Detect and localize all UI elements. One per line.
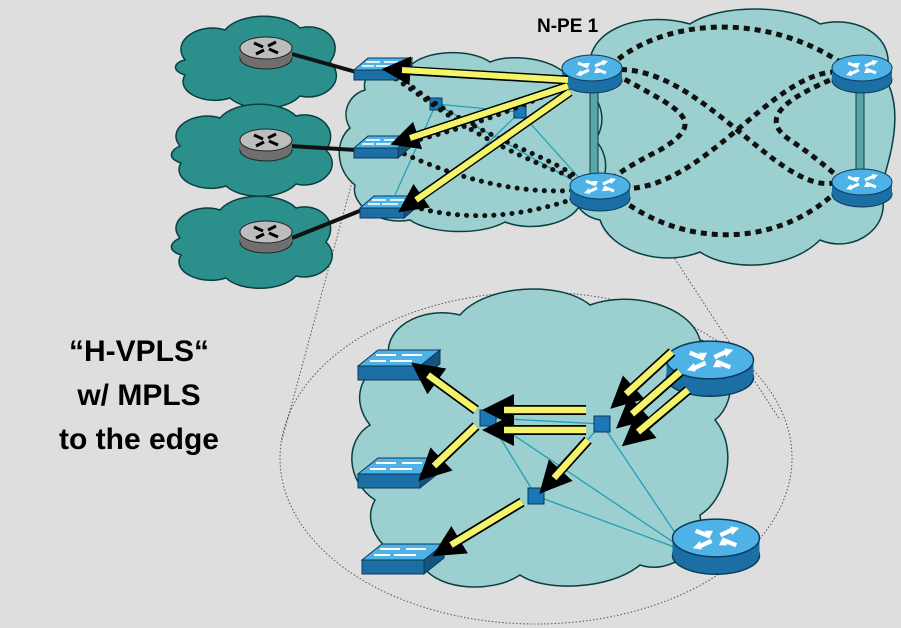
router-icon — [238, 35, 294, 71]
caption-line: w/ MPLS — [77, 379, 201, 412]
access-links — [289, 52, 363, 240]
npe-label: N-PE 1 — [537, 16, 599, 37]
router-icon — [238, 127, 294, 163]
flood-arrows-detail — [411, 348, 692, 557]
core-link — [855, 79, 865, 181]
router-icon — [830, 167, 894, 209]
core-mpls-cloud — [572, 8, 896, 266]
pseudowires — [607, 24, 844, 238]
mpls-node-icon — [593, 415, 611, 433]
router-icon — [667, 341, 754, 396]
mpls-node-icon — [479, 409, 497, 427]
core-link — [589, 79, 599, 181]
router-icon — [673, 519, 760, 574]
router-icon — [568, 171, 632, 213]
mpls-node-icon — [527, 487, 545, 505]
caption-line: “H-VPLS“ — [68, 335, 209, 368]
detail-links — [487, 417, 689, 553]
caption-line: to the edge — [58, 423, 219, 456]
router-icon — [238, 219, 294, 255]
router-icon — [560, 53, 624, 95]
router-icon — [830, 53, 894, 95]
diagram-caption: “H-VPLS“ w/ MPLS to the edge — [8, 330, 270, 462]
flood-arrows-top — [381, 56, 573, 213]
